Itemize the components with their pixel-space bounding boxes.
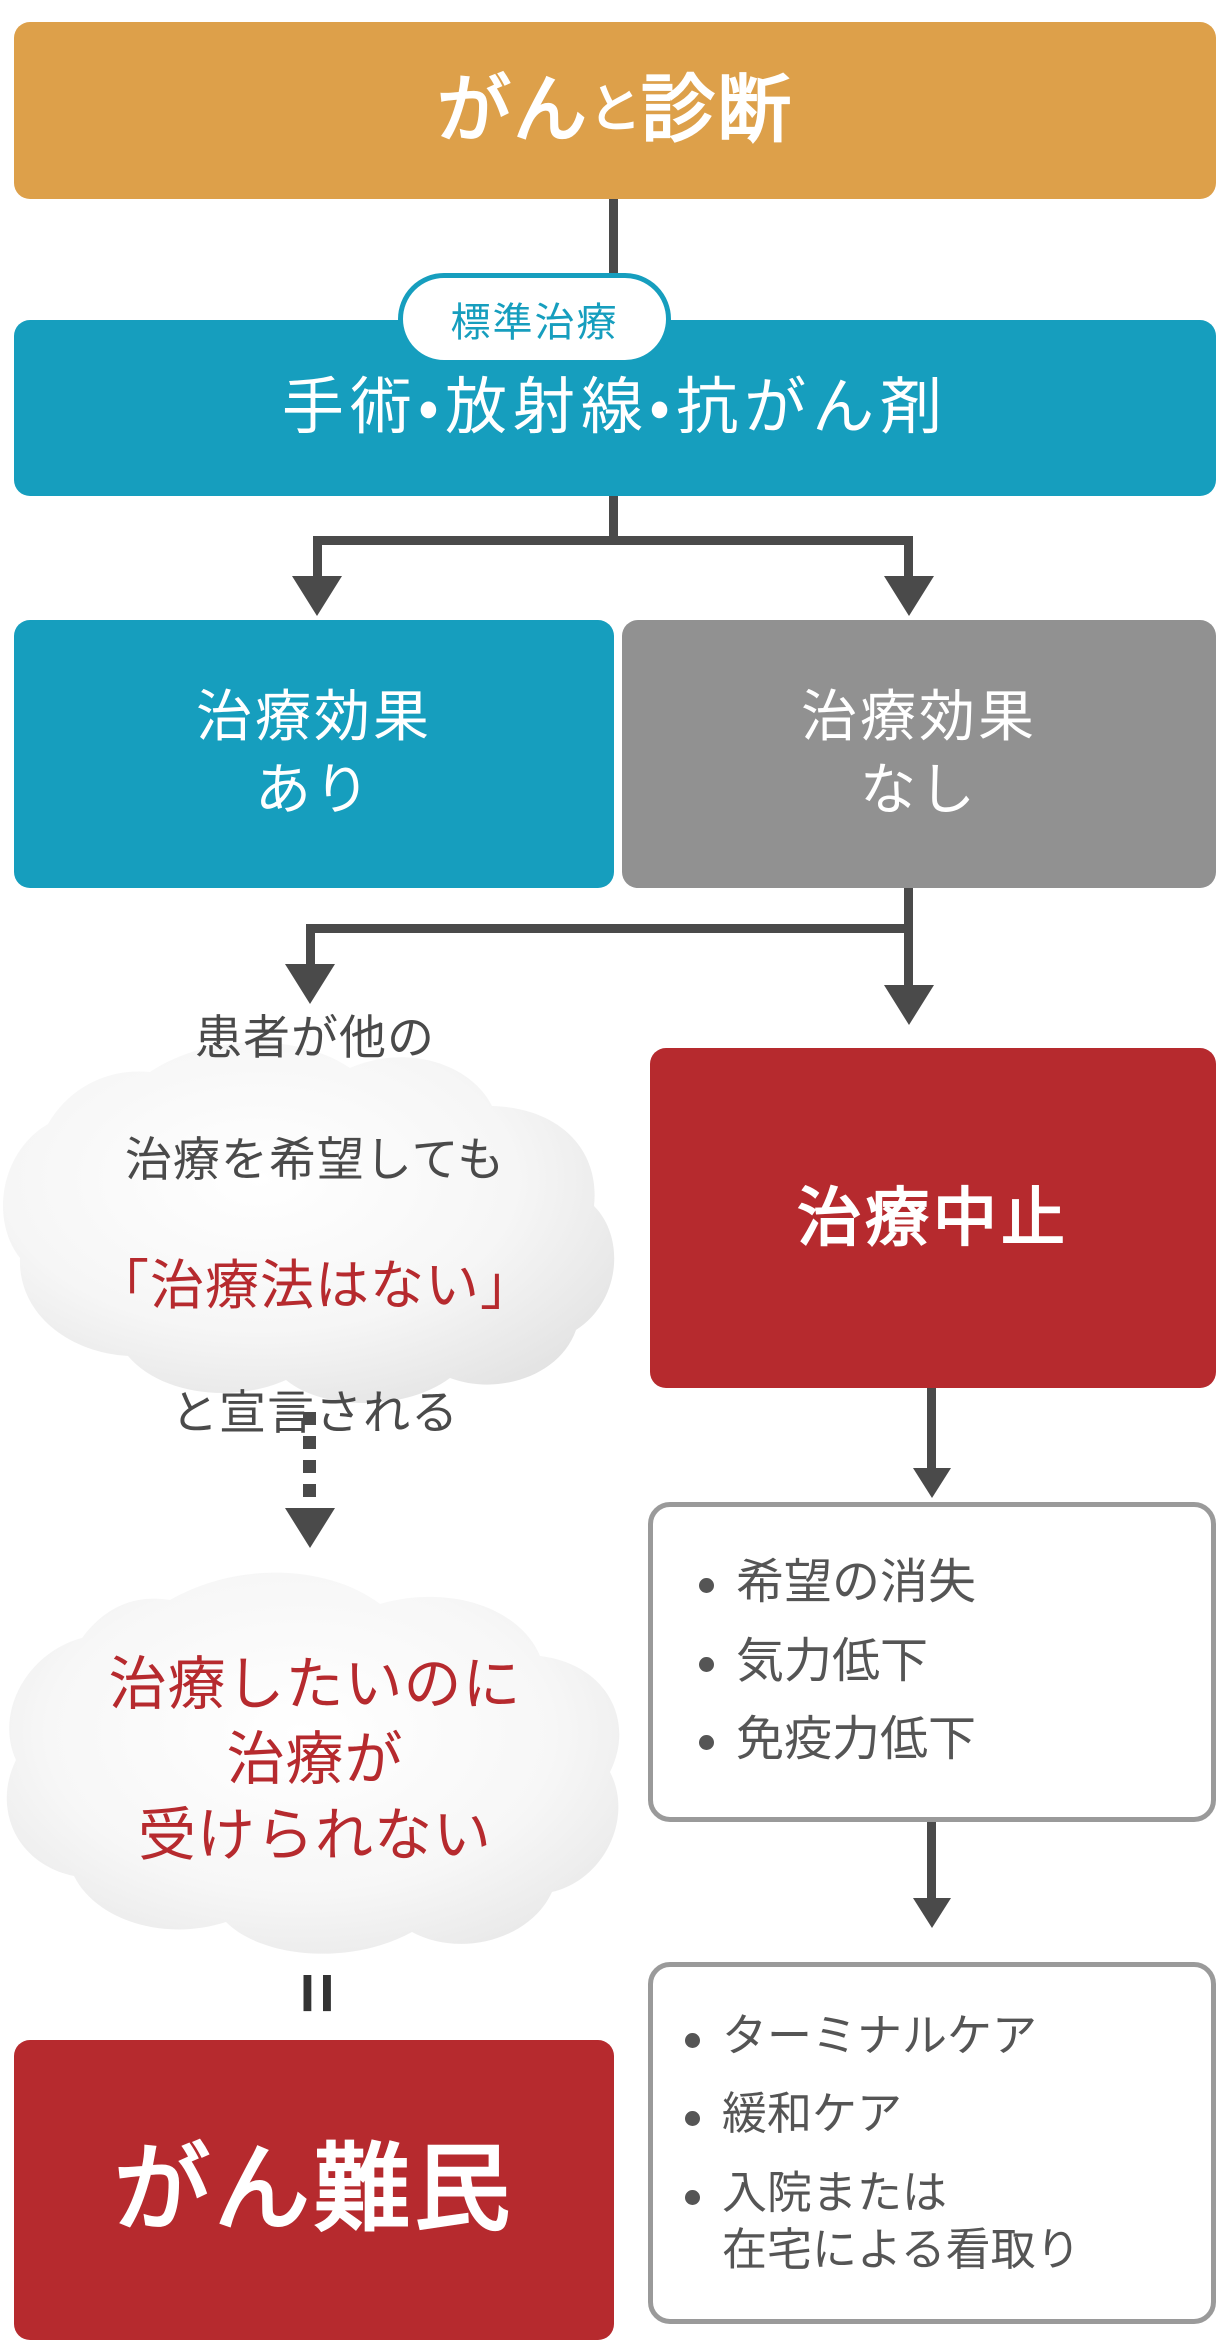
list-item-label: 気力低下 [736, 1634, 929, 1688]
treatment-stop-label: 治療中止 [797, 1181, 1069, 1254]
connector-effects-to-care [927, 1822, 936, 1900]
standard-treatment-label: 手術・放射線・抗がん剤 [281, 373, 949, 443]
declaration-line-2: 治療を希望しても [124, 1132, 506, 1186]
list-item: ターミナルケア [685, 2008, 1211, 2065]
list-care-options: ターミナルケア 緩和ケア 入院または 在宅による看取り [648, 1962, 1216, 2324]
declaration-line-1: 患者が他の [195, 1010, 435, 1064]
arrow-down-icon-to-declaration [285, 964, 335, 1004]
node-cannot-receive-cloud: 治療したいのに 治療が 受けられない [0, 1560, 630, 1960]
cloud-shape-decoration-2 [6, 1572, 620, 1954]
list-treatment-effects: 希望の消失 気力低下 免疫力低下 [648, 1502, 1216, 1822]
declaration-highlight: 「治療法はない」 [95, 1256, 535, 1316]
node-effect-no: 治療効果 なし [622, 620, 1216, 888]
node-effect-yes: 治療効果 あり [14, 620, 614, 888]
list-item-label: 緩和ケア [722, 2088, 903, 2140]
node-declaration-cloud: 患者が他の 治療を希望しても 「治療法はない」 と宣言される [0, 1011, 630, 1439]
connector-standard-split-bar [313, 536, 913, 545]
list-item: 気力低下 [699, 1632, 1211, 1692]
node-cancer-refugee: がん難民 [14, 2040, 614, 2340]
connector-to-declaration-drop [306, 924, 315, 966]
connector-split-right-drop [904, 536, 913, 578]
list-item: 緩和ケア [685, 2086, 1211, 2143]
bullet-dot-icon [685, 2190, 700, 2205]
bullet-dot-icon [685, 2032, 700, 2048]
dotted-arrow-icon-shaft [303, 1412, 316, 1508]
connector-effectno-stem [904, 888, 913, 933]
diagnosis-particle-label: と [588, 80, 641, 139]
node-cancer-diagnosis: がんと診断 [14, 22, 1216, 199]
connector-to-stop-drop [904, 924, 913, 986]
list-item-label: 希望の消失 [736, 1556, 977, 1610]
diagnosis-tail-label: 診断 [641, 68, 793, 152]
arrow-down-icon-to-effects-list [913, 1468, 951, 1498]
cancer-refugee-label: がん難民 [114, 2136, 514, 2244]
badge-standard-label: 標準治療 [450, 301, 619, 345]
node-treatment-stop: 治療中止 [650, 1048, 1216, 1388]
dotted-arrow-icon-head [285, 1508, 335, 1548]
arrow-down-icon-to-care-list [913, 1898, 951, 1928]
list-item-label: 免疫力低下 [736, 1713, 977, 1767]
connector-split-left-drop [313, 536, 322, 578]
declaration-text-block: 患者が他の 治療を希望しても 「治療法はない」 と宣言される [95, 946, 535, 1505]
bullet-dot-icon [699, 1735, 714, 1751]
connector-standard-stem [609, 496, 618, 540]
bullet-dot-icon [685, 2111, 700, 2127]
equals-label: = [276, 1971, 357, 2015]
diagnosis-main-label: がん [436, 68, 589, 152]
list-item-label: ターミナルケア [722, 2009, 1038, 2061]
list-item: 免疫力低下 [699, 1710, 1211, 1770]
bullet-dot-icon [699, 1656, 714, 1672]
arrow-down-icon-to-effect-no [884, 576, 934, 616]
connector-effectno-bar [306, 924, 913, 933]
effect-no-label: 治療効果 なし [801, 685, 1037, 821]
connector-stop-to-effects [927, 1388, 936, 1470]
equals-sign: = [276, 1967, 357, 2019]
cloud-shape-decoration [3, 1042, 615, 1403]
list-item-label: 入院または 在宅による看取り [722, 2167, 1081, 2275]
arrow-down-icon-to-effect-yes [292, 576, 342, 616]
effect-yes-label: 治療効果 あり [196, 685, 432, 821]
cannot-receive-label: 治療したいのに 治療が 受けられない [108, 1651, 522, 1868]
list-item: 入院または 在宅による看取り [685, 2165, 1211, 2278]
connector-diagnosis-to-standard [609, 199, 618, 299]
list-item: 希望の消失 [699, 1553, 1211, 1613]
arrow-down-icon-to-stop [884, 985, 934, 1025]
badge-standard-treatment: 標準治療 [398, 273, 671, 365]
node-standard-treatment: 手術・放射線・抗がん剤 [14, 320, 1216, 496]
bullet-dot-icon [699, 1578, 714, 1594]
declaration-line-4: と宣言される [171, 1386, 459, 1440]
